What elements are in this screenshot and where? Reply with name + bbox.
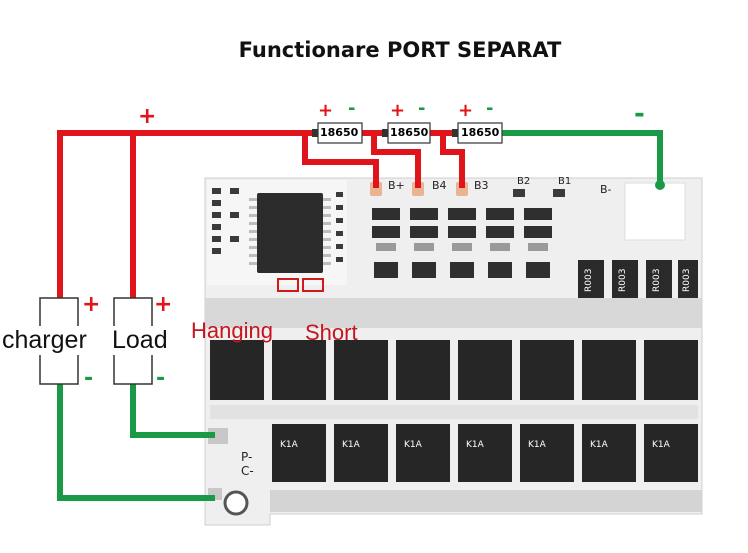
cell-2-plus: +: [390, 100, 406, 121]
cell-2-label: 18650: [390, 126, 429, 139]
charger-label: charger: [2, 326, 87, 355]
hanging-pad: [277, 278, 299, 292]
shunt-marking-1: R003: [584, 268, 594, 292]
cell-3-label: 18650: [461, 126, 500, 139]
mosfet-marking-1: K1A: [280, 440, 298, 450]
b-minus-joint: [655, 180, 665, 190]
charger-negative-wire: [57, 382, 215, 501]
protection-ic: [249, 193, 331, 273]
cell-1-minus: -: [348, 98, 356, 119]
silk-b3: B3: [474, 179, 489, 192]
positive-main-wire: [57, 130, 321, 303]
mosfet-marking-7: K1A: [652, 440, 670, 450]
balance-wire-b3: [440, 130, 465, 188]
silk-b-plus: B+: [388, 179, 405, 192]
mosfet-marking-3: K1A: [404, 440, 422, 450]
hanging-label: Hanging: [191, 318, 273, 343]
balance-wire-b4: [371, 130, 421, 188]
mosfet-strip: [205, 298, 702, 328]
silk-b2: B2: [517, 176, 531, 187]
cell-3-minus: -: [486, 98, 494, 119]
silk-c-minus: C-: [241, 464, 254, 478]
smd-column-left: [212, 188, 239, 254]
mosfet-marking-5: K1A: [528, 440, 546, 450]
silk-b1: B1: [558, 176, 572, 187]
diagram-title: Functionare PORT SEPARAT: [238, 38, 562, 62]
shunt-marking-3: R003: [652, 268, 662, 292]
short-label: Short: [305, 320, 358, 345]
silk-p-minus: P-: [241, 450, 253, 464]
mosfet-row-bottom: [272, 424, 698, 482]
mosfet-marking-2: K1A: [342, 440, 360, 450]
mosfet-row-top: [210, 340, 698, 400]
shunt-resistors: [578, 260, 698, 300]
silk-b-minus: B-: [600, 183, 612, 196]
positive-wiring: [57, 130, 465, 303]
load-label: Load: [112, 326, 168, 355]
load-negative-wire: [130, 382, 215, 438]
cell-3-plus: +: [458, 100, 474, 121]
copper-bus: [210, 405, 698, 419]
shunt-marking-4: R003: [682, 268, 692, 292]
load-plus: +: [154, 292, 173, 317]
charger-plus: +: [82, 292, 101, 317]
cell-3: [452, 122, 503, 144]
bottom-solder: [270, 490, 702, 512]
load-minus: -: [156, 366, 166, 391]
short-pad: [302, 278, 324, 292]
bms-board: [204, 177, 703, 526]
balance-resistors: [372, 208, 552, 278]
b-minus-pad: [624, 182, 686, 241]
smd-column-mid: [336, 192, 343, 262]
negative-wiring: [57, 130, 663, 501]
cell-2: [382, 122, 431, 144]
charger-minus: -: [84, 366, 94, 391]
mounting-hole: [223, 490, 249, 516]
main-negative-mark: -: [634, 99, 645, 129]
cell-1-plus: +: [318, 100, 334, 121]
mosfet-marking-6: K1A: [590, 440, 608, 450]
mosfet-marking-4: K1A: [466, 440, 484, 450]
cell-1-label: 18650: [320, 126, 359, 139]
silk-b4: B4: [432, 179, 447, 192]
shunt-marking-2: R003: [618, 268, 628, 292]
cell-1: [312, 122, 363, 144]
cell-2-minus: -: [418, 98, 426, 119]
main-positive-mark: +: [138, 104, 157, 129]
balance-wire-bplus: [302, 130, 379, 188]
battery-negative-wire: [499, 130, 663, 186]
